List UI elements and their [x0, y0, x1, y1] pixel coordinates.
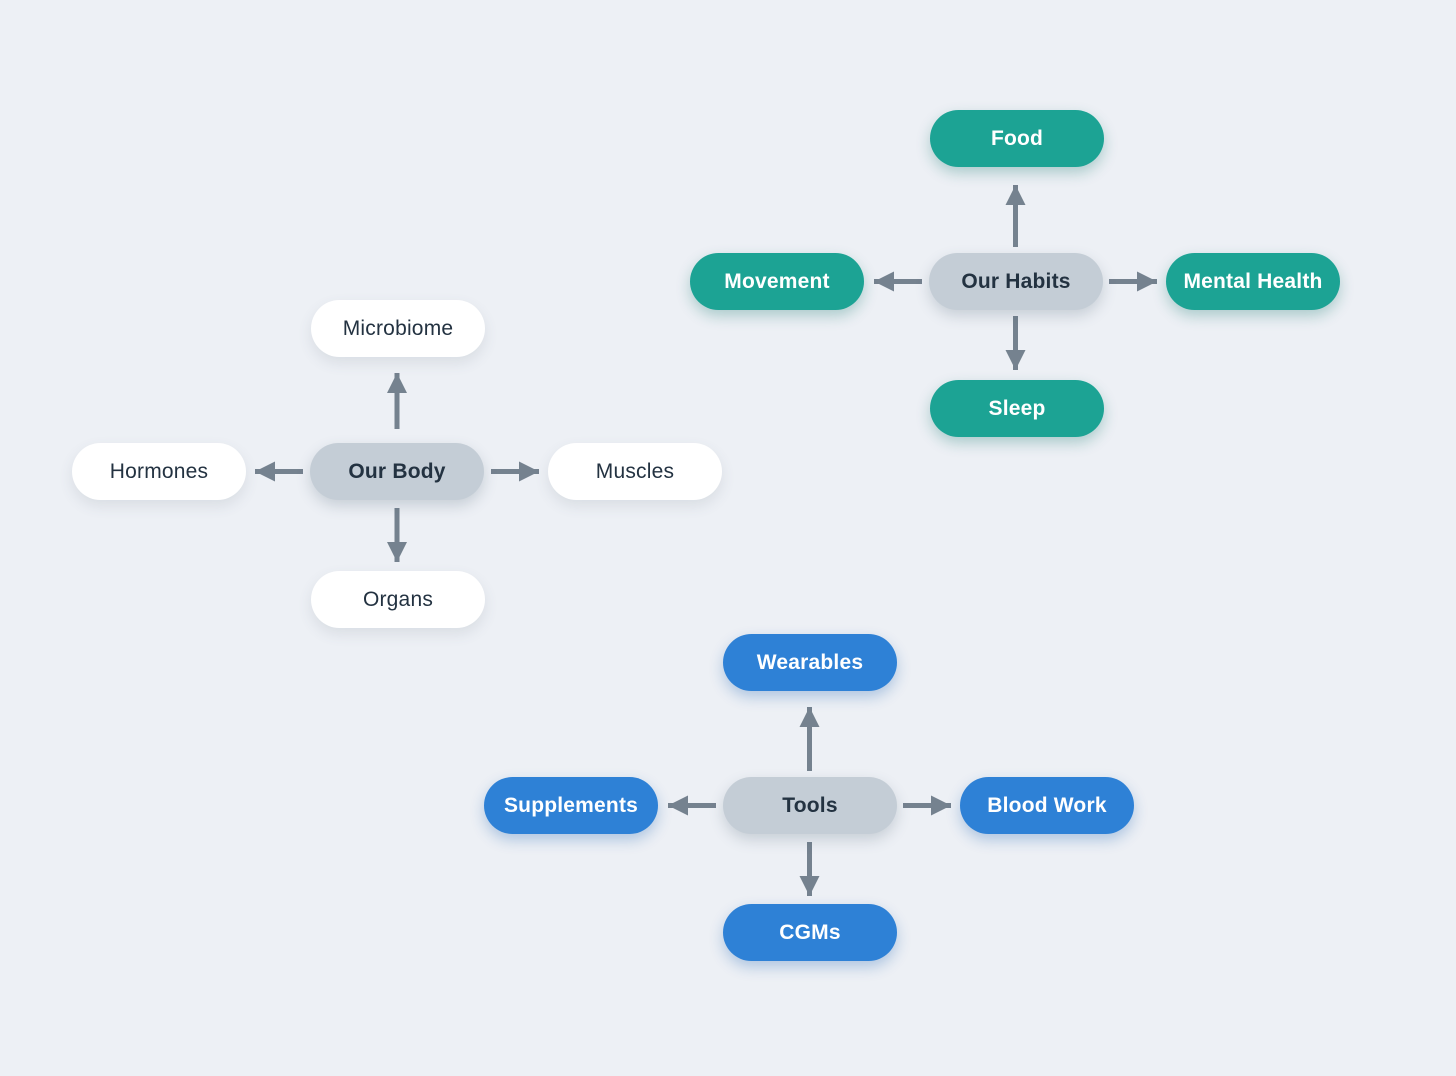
node-cgms: CGMs — [723, 904, 897, 961]
node-blood-work: Blood Work — [960, 777, 1134, 834]
node-tools: Tools — [723, 777, 897, 834]
node-microbiome: Microbiome — [311, 300, 485, 357]
node-wearables: Wearables — [723, 634, 897, 691]
node-muscles: Muscles — [548, 443, 722, 500]
node-sleep: Sleep — [930, 380, 1104, 437]
node-mental-health: Mental Health — [1166, 253, 1340, 310]
node-hormones: Hormones — [72, 443, 246, 500]
node-food: Food — [930, 110, 1104, 167]
node-supplements: Supplements — [484, 777, 658, 834]
node-our-habits: Our Habits — [929, 253, 1103, 310]
node-our-body: Our Body — [310, 443, 484, 500]
node-organs: Organs — [311, 571, 485, 628]
node-movement: Movement — [690, 253, 864, 310]
